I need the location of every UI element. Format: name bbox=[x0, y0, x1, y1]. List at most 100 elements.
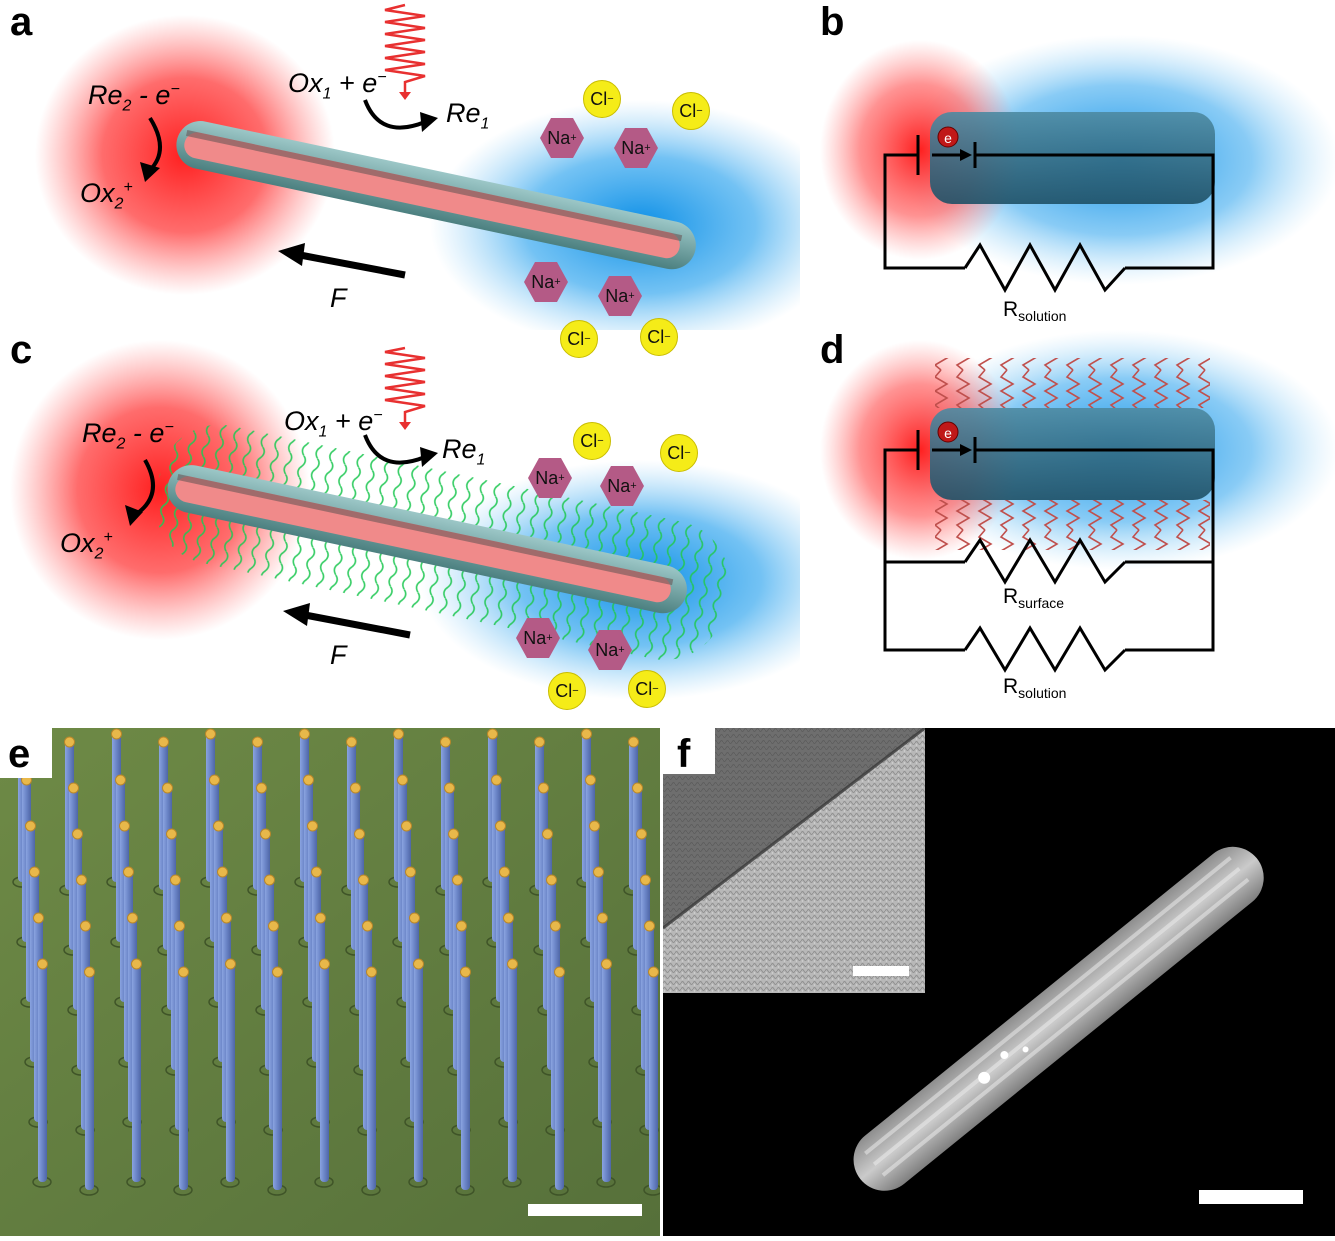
pillar-tip bbox=[440, 736, 451, 748]
panel-f-label-box bbox=[663, 728, 715, 774]
light-wave-icon bbox=[384, 346, 426, 425]
electron-label: e bbox=[944, 425, 952, 441]
pillar bbox=[132, 962, 141, 1182]
pillar-tip bbox=[597, 912, 608, 924]
panel-label-c: c bbox=[10, 328, 33, 372]
panel-label-a: a bbox=[10, 0, 33, 44]
resistor-icon bbox=[963, 625, 1127, 673]
panel-e-label-box bbox=[0, 728, 52, 778]
anode-reaction-label: Re2 - e− bbox=[88, 80, 180, 115]
pillar bbox=[555, 970, 564, 1190]
pillar bbox=[602, 962, 611, 1182]
r-solution-label: Rsolution bbox=[1003, 298, 1067, 325]
pillar-tip bbox=[628, 736, 639, 748]
pillar-tip bbox=[362, 920, 373, 932]
pillar bbox=[273, 970, 282, 1190]
pillar-tip bbox=[405, 866, 416, 878]
tem-nanowire bbox=[853, 846, 1264, 1191]
cathode-product-label: Re1 bbox=[442, 434, 486, 469]
pillar-tip bbox=[213, 820, 224, 832]
pillar-tip bbox=[72, 828, 83, 840]
pillar-tip bbox=[166, 828, 177, 840]
pillar-tip bbox=[491, 774, 502, 786]
electron-label: e bbox=[944, 130, 952, 146]
pillar-tip bbox=[174, 920, 185, 932]
cathode-reaction-label: Ox1 + e− bbox=[284, 406, 383, 441]
resistor-icon bbox=[963, 241, 1127, 294]
electron bbox=[937, 421, 959, 443]
pillar-tip bbox=[354, 828, 365, 840]
cathode-product-label: Re1 bbox=[446, 98, 490, 133]
pillar-tip bbox=[272, 966, 283, 978]
pillar-tip bbox=[495, 820, 506, 832]
pillar-tip bbox=[315, 912, 326, 924]
pillar-tip bbox=[448, 828, 459, 840]
pillar-tip bbox=[452, 874, 463, 886]
panel-label-f: f bbox=[677, 732, 691, 776]
red-glow bbox=[820, 40, 1020, 260]
pillar-tip bbox=[585, 774, 596, 786]
chloride-ion: Cl− bbox=[560, 320, 598, 358]
pillar-tip bbox=[346, 736, 357, 748]
light-wave-icon bbox=[384, 3, 426, 95]
pillar-tip bbox=[260, 828, 271, 840]
pillar bbox=[320, 962, 329, 1182]
panel-d: e d Rsurface Rsolution bbox=[820, 330, 1335, 705]
panel-e: e bbox=[0, 728, 663, 1236]
panel-label-d: d bbox=[820, 328, 845, 372]
pillar-tip bbox=[499, 866, 510, 878]
pillar-tip bbox=[68, 782, 79, 794]
pillar-tip bbox=[80, 920, 91, 932]
pillar-tip bbox=[550, 920, 561, 932]
pillar-tip bbox=[581, 728, 592, 740]
chloride-ion: Cl− bbox=[628, 670, 666, 708]
circuit bbox=[883, 135, 1215, 294]
pillar-tip bbox=[178, 966, 189, 978]
pillar-tip bbox=[593, 866, 604, 878]
force-arrow bbox=[299, 251, 406, 279]
sem-image bbox=[0, 728, 663, 1236]
chloride-ion: Cl− bbox=[548, 672, 586, 710]
pillar-tip bbox=[123, 866, 134, 878]
pillar-tip bbox=[542, 828, 553, 840]
pillar-tip bbox=[205, 728, 216, 740]
pillar bbox=[179, 970, 188, 1190]
pillar-tip bbox=[25, 820, 36, 832]
pillar bbox=[649, 970, 658, 1190]
panel-label-e: e bbox=[8, 732, 31, 776]
scale-bar-white bbox=[528, 1204, 642, 1216]
pillar-tip bbox=[29, 866, 40, 878]
pillar-tip bbox=[84, 966, 95, 978]
circuit bbox=[883, 430, 1215, 673]
pillar-tip bbox=[554, 966, 565, 978]
chloride-ion: Cl− bbox=[583, 80, 621, 118]
force-label: F bbox=[330, 640, 347, 670]
tem-image bbox=[663, 728, 1303, 1204]
chloride-ion: Cl− bbox=[660, 434, 698, 472]
panel-label-b: b bbox=[820, 0, 845, 44]
panel-b: e b Rsolution bbox=[820, 0, 1335, 330]
pillar-tip bbox=[538, 782, 549, 794]
pillar-tip bbox=[546, 874, 557, 886]
pillar-tip bbox=[170, 874, 181, 886]
anode-product-label: Ox2+ bbox=[60, 528, 113, 563]
pillar-tip bbox=[209, 774, 220, 786]
panel-c: c Re2 - e− Ox2+ Ox1 + e− Re1 F Cl− Cl− N… bbox=[0, 328, 860, 710]
pillar-tip bbox=[307, 820, 318, 832]
chloride-ion: Cl− bbox=[672, 92, 710, 130]
pillar-tip bbox=[589, 820, 600, 832]
pillar-tip bbox=[127, 912, 138, 924]
pillar-tip bbox=[252, 736, 263, 748]
pillar-tip bbox=[37, 958, 48, 970]
pillar-tip bbox=[350, 782, 361, 794]
cathode-reaction-label: Ox1 + e− bbox=[288, 68, 387, 103]
pillar bbox=[414, 962, 423, 1182]
pillar-tip bbox=[460, 966, 471, 978]
panel-a: a Re2 - e− Ox2+ Ox1 + e− Re1 F Cl− Cl− N… bbox=[0, 0, 850, 358]
curved-arrow-icon bbox=[363, 434, 426, 465]
panel-a-graphic bbox=[35, 3, 850, 350]
pillar-tip bbox=[299, 728, 310, 740]
pillar-tip bbox=[264, 874, 275, 886]
pillar bbox=[367, 970, 376, 1190]
pillar-tip bbox=[221, 912, 232, 924]
